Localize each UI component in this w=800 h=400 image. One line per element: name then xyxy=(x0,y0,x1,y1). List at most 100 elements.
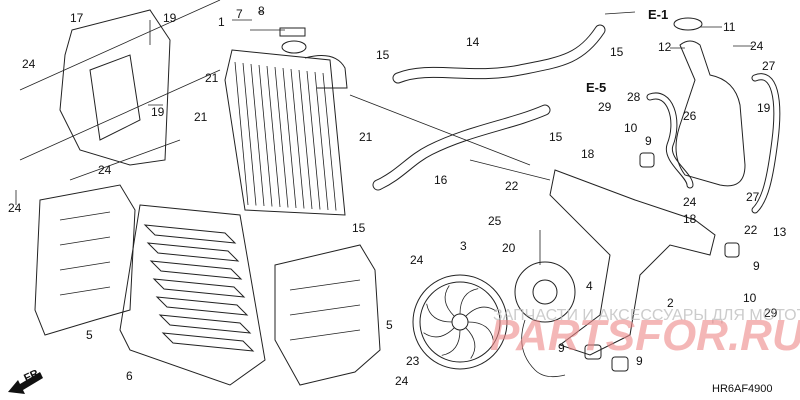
radiator-fin xyxy=(266,65,281,208)
callout-label-4[interactable]: 4 xyxy=(586,279,593,293)
callout-label-28[interactable]: 28 xyxy=(627,90,641,104)
watermark-text: ЗАПЧАСТИ И АКСЕССУАРЫ ДЛЯ МОТОТЕХНИКИ xyxy=(493,307,800,324)
callout-label-15[interactable]: 15 xyxy=(610,45,624,59)
callout-label-11[interactable]: 11 xyxy=(723,20,736,34)
ref-e5[interactable]: E-5 xyxy=(586,80,606,95)
callout-label-21[interactable]: 21 xyxy=(205,71,219,85)
callout-label-9[interactable]: 9 xyxy=(753,259,760,273)
grommets xyxy=(584,152,740,372)
callout-label-12[interactable]: 12 xyxy=(658,40,672,54)
hose-14 xyxy=(392,24,606,84)
reservoir-tank xyxy=(673,17,746,187)
hose-16 xyxy=(372,104,551,191)
louver-slat xyxy=(155,296,249,316)
louver-slat xyxy=(161,332,255,352)
callout-label-24[interactable]: 24 xyxy=(410,253,424,267)
radiator xyxy=(224,27,348,216)
callout-label-25[interactable]: 25 xyxy=(488,214,502,228)
radiator-fin xyxy=(274,66,289,208)
callout-label-9[interactable]: 9 xyxy=(636,354,643,368)
callout-label-24[interactable]: 24 xyxy=(98,163,112,177)
callout-label-24[interactable]: 24 xyxy=(22,57,36,71)
fan-blade xyxy=(423,327,455,338)
fan-motor xyxy=(514,230,576,378)
watermark-logo: PARTSFOR.RU xyxy=(490,311,800,360)
callout-label-26[interactable]: 26 xyxy=(683,109,697,123)
louver-slat xyxy=(146,242,240,262)
callout-label-5[interactable]: 5 xyxy=(386,318,393,332)
radiator-fin xyxy=(314,71,329,211)
fan-blade xyxy=(465,327,476,359)
callout-label-9[interactable]: 9 xyxy=(645,134,652,148)
front-arrow: FR. xyxy=(8,366,43,394)
radiator-fin xyxy=(298,69,313,210)
callout-label-24[interactable]: 24 xyxy=(395,374,409,388)
fan-blade xyxy=(465,306,497,317)
callout-label-7[interactable]: 7 xyxy=(236,7,243,21)
callout-label-29[interactable]: 29 xyxy=(598,100,612,114)
ref-e1[interactable]: E-1 xyxy=(648,7,668,22)
callout-label-8[interactable]: 8 xyxy=(258,4,265,18)
louver-6 xyxy=(119,204,266,386)
callout-label-18[interactable]: 18 xyxy=(683,212,697,226)
callout-label-1[interactable]: 1 xyxy=(218,15,225,29)
callout-label-3[interactable]: 3 xyxy=(460,239,467,253)
fan-blade xyxy=(459,288,479,315)
radiator-fin xyxy=(306,70,321,210)
callout-label-21[interactable]: 21 xyxy=(194,110,208,124)
callout-label-9[interactable]: 9 xyxy=(558,341,565,355)
callout-label-18[interactable]: 18 xyxy=(581,147,595,161)
callout-label-10[interactable]: 10 xyxy=(743,291,757,305)
fan-bracket xyxy=(549,169,716,356)
callout-label-20[interactable]: 20 xyxy=(502,241,516,255)
fan-blade xyxy=(467,321,494,341)
leader-lines xyxy=(15,0,753,205)
callout-label-22[interactable]: 22 xyxy=(744,223,758,237)
callout-label-24[interactable]: 24 xyxy=(683,195,697,209)
radiator-fin xyxy=(282,67,297,209)
diagram-code: HR6AF4900 xyxy=(712,383,773,395)
radiator-fin xyxy=(234,61,249,206)
louver-slat xyxy=(143,224,237,244)
callout-label-14[interactable]: 14 xyxy=(466,35,480,49)
shroud-right xyxy=(274,244,381,386)
callout-label-15[interactable]: 15 xyxy=(549,130,563,144)
callout-label-24[interactable]: 24 xyxy=(8,201,22,215)
cooling-fan xyxy=(412,274,508,370)
callout-label-19[interactable]: 19 xyxy=(151,105,165,119)
callout-label-29[interactable]: 29 xyxy=(764,306,778,320)
radiator-fin xyxy=(242,62,257,206)
callout-label-15[interactable]: 15 xyxy=(376,48,390,62)
callout-label-5[interactable]: 5 xyxy=(86,328,93,342)
callout-label-27[interactable]: 27 xyxy=(746,190,760,204)
louver-slat xyxy=(149,260,243,280)
radiator-fin xyxy=(258,64,273,207)
shroud-left xyxy=(34,184,136,336)
radiator-fin xyxy=(322,72,337,211)
callout-label-22[interactable]: 22 xyxy=(505,179,519,193)
callout-label-19[interactable]: 19 xyxy=(163,11,177,25)
callout-label-21[interactable]: 21 xyxy=(359,130,373,144)
callout-label-19[interactable]: 19 xyxy=(757,101,771,115)
bracket-17 xyxy=(59,9,171,166)
callout-label-2[interactable]: 2 xyxy=(667,296,674,310)
hose-13 xyxy=(751,73,781,214)
radiator-fin xyxy=(250,63,265,207)
fan-blade xyxy=(441,329,461,356)
callout-label-13[interactable]: 13 xyxy=(773,225,787,239)
fan-blade xyxy=(426,303,453,323)
callout-label-10[interactable]: 10 xyxy=(624,121,638,135)
callout-label-24[interactable]: 24 xyxy=(750,39,764,53)
front-arrow-label: FR. xyxy=(22,366,43,384)
fan-blade xyxy=(444,285,455,317)
callout-label-27[interactable]: 27 xyxy=(762,59,776,73)
louver-slat xyxy=(158,314,252,334)
callout-label-23[interactable]: 23 xyxy=(406,354,420,368)
callout-label-6[interactable]: 6 xyxy=(126,369,133,383)
callout-label-16[interactable]: 16 xyxy=(434,173,448,187)
callout-label-15[interactable]: 15 xyxy=(352,221,366,235)
callout-label-17[interactable]: 17 xyxy=(70,11,84,25)
